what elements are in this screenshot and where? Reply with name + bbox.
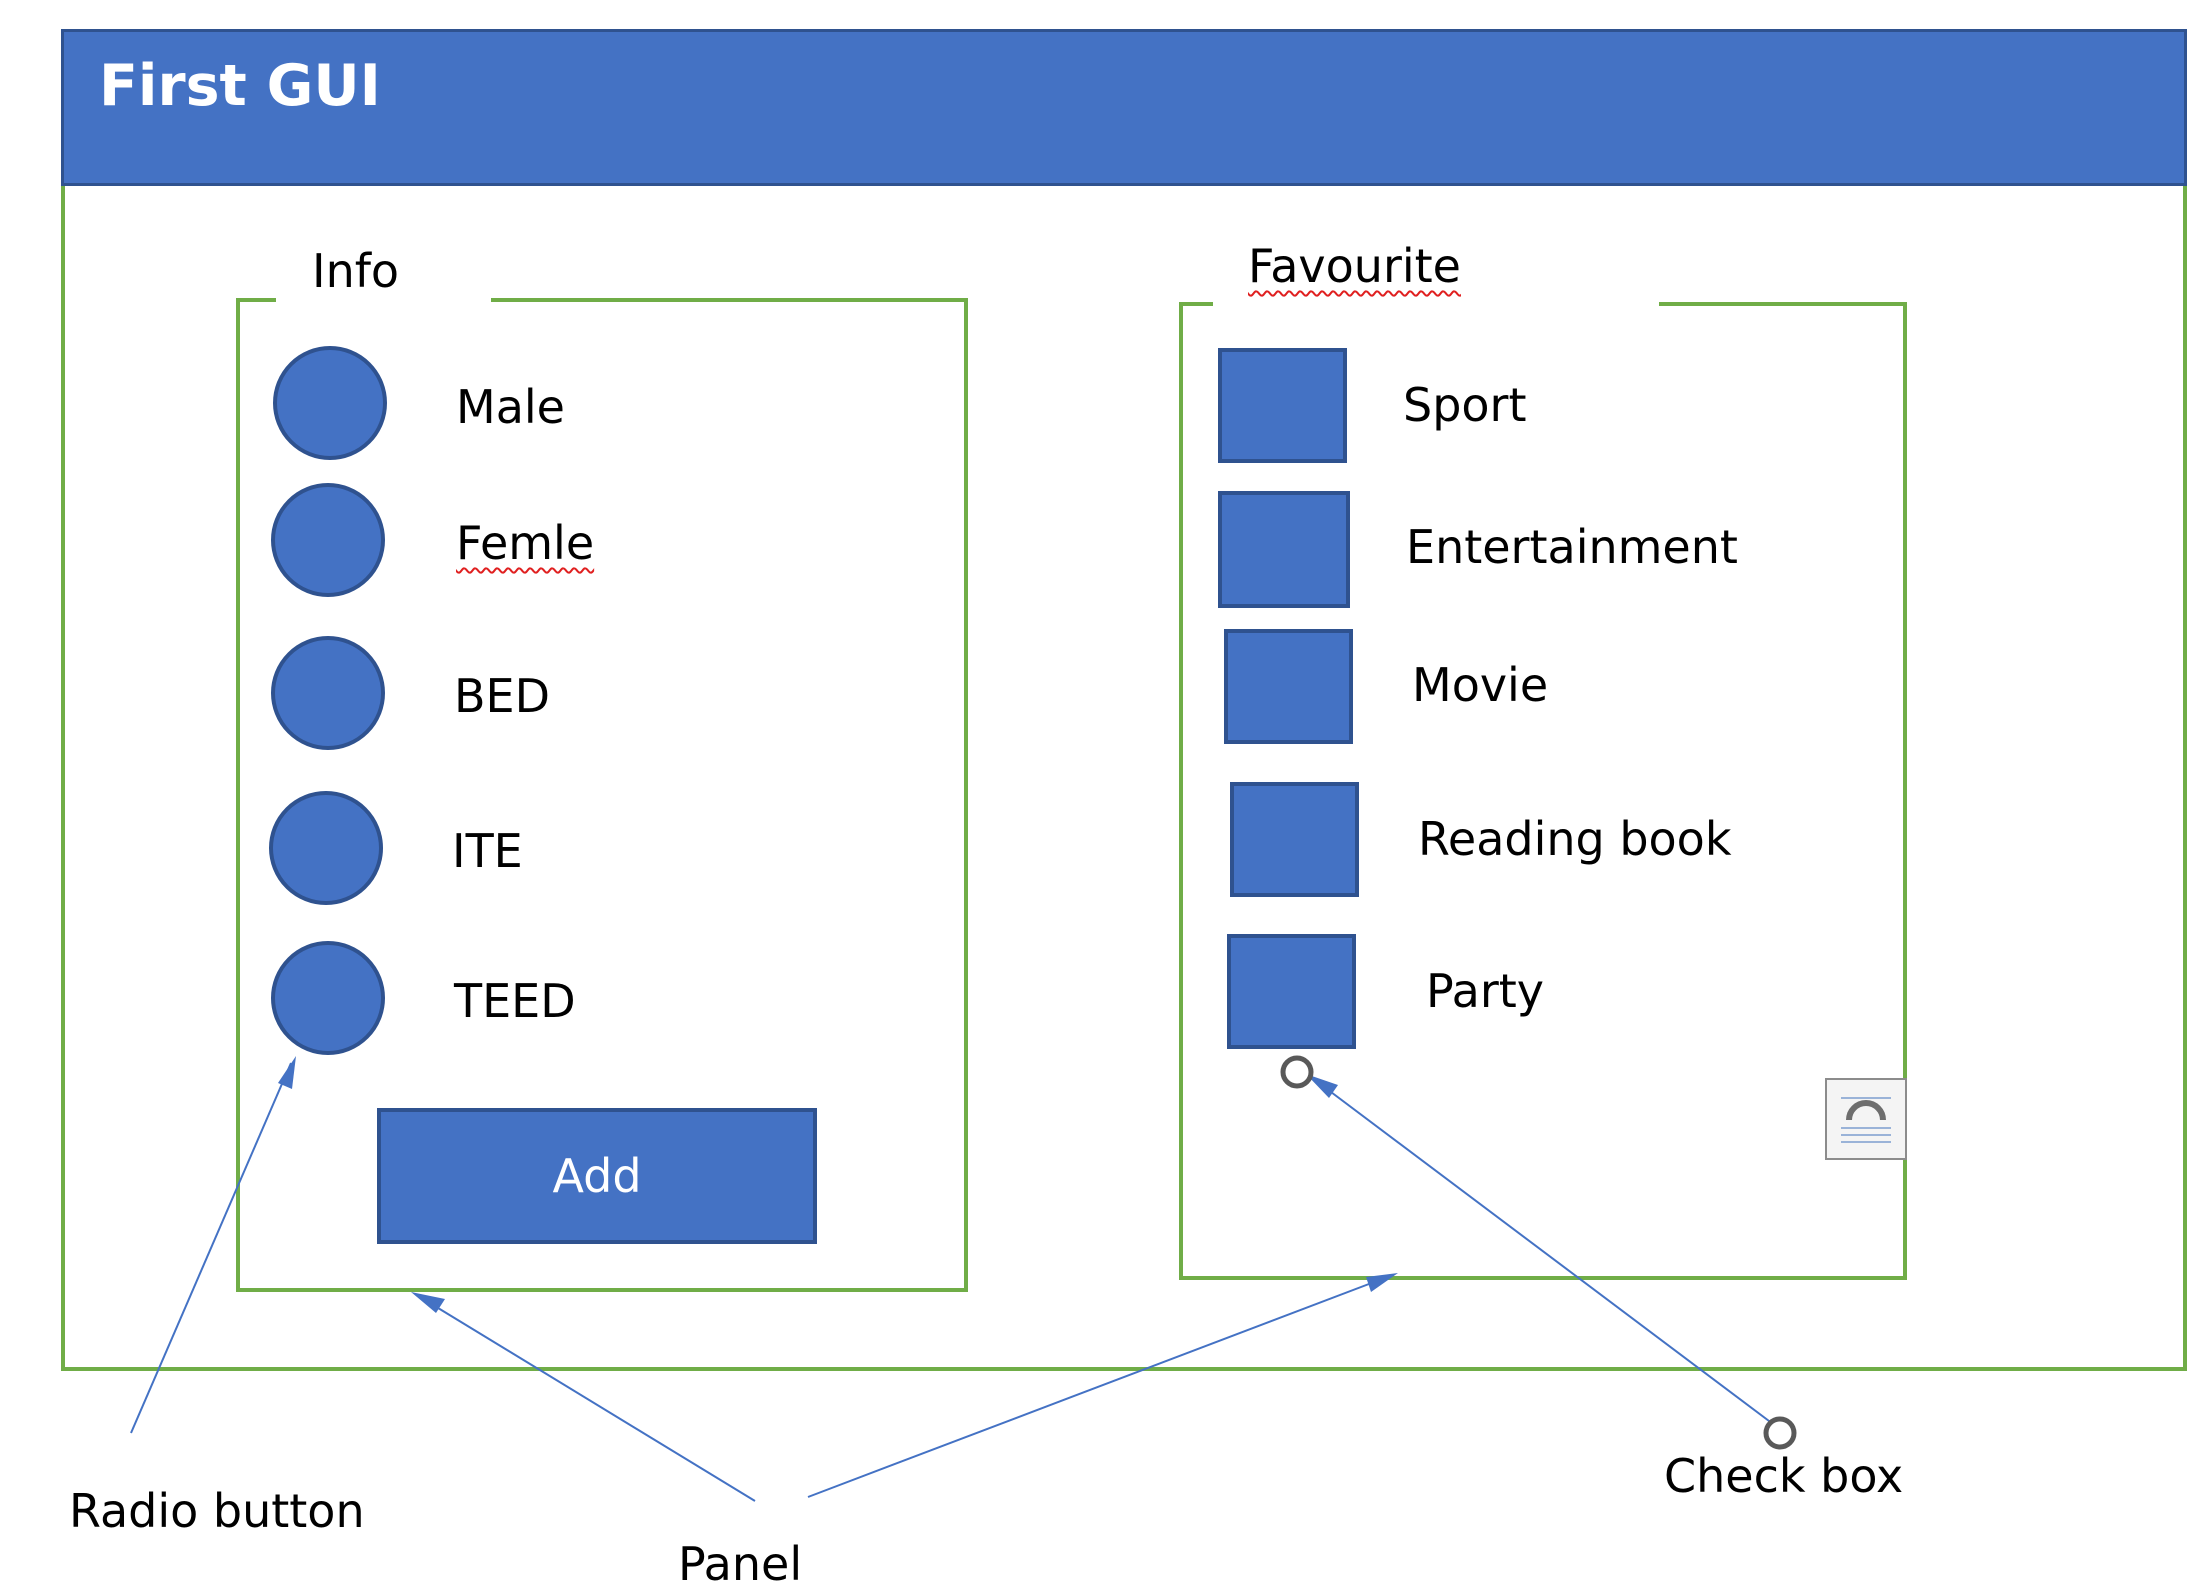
- check-box-annotation: Check box: [1664, 1449, 1904, 1503]
- add-button[interactable]: Add: [377, 1108, 817, 1244]
- checkbox-entertainment[interactable]: [1218, 491, 1350, 608]
- checkbox-sport[interactable]: [1218, 348, 1347, 463]
- checkbox-label-entertainment: Entertainment: [1406, 520, 1738, 574]
- radio-button-bed[interactable]: [271, 636, 385, 750]
- radio-label-male: Male: [456, 380, 565, 434]
- checkbox-party[interactable]: [1227, 934, 1356, 1049]
- radio-label-ite: ITE: [452, 824, 523, 878]
- checkbox-label-party: Party: [1426, 964, 1545, 1018]
- info-panel: [236, 298, 968, 1292]
- radio-button-teed[interactable]: [271, 941, 385, 1055]
- checkbox-movie[interactable]: [1224, 629, 1353, 744]
- check-box-arrow-start-handle: [1763, 1416, 1797, 1450]
- checkbox-label-reading-book: Reading book: [1418, 812, 1732, 866]
- checkbox-label-movie: Movie: [1412, 658, 1549, 712]
- title-bar: [61, 29, 2187, 186]
- radio-button-femle[interactable]: [271, 483, 385, 597]
- radio-label-femle: Femle: [456, 516, 595, 570]
- radio-label-bed: BED: [454, 669, 551, 723]
- document-icon: [1825, 1078, 1907, 1160]
- radio-button-ite[interactable]: [269, 791, 383, 905]
- info-panel-title-gap: [276, 294, 491, 304]
- radio-button-male[interactable]: [273, 346, 387, 460]
- checkbox-label-sport: Sport: [1403, 378, 1527, 432]
- window-title: First GUI: [99, 53, 381, 119]
- checkbox-reading-book[interactable]: [1230, 782, 1359, 897]
- panel-annotation: Panel: [678, 1537, 803, 1591]
- favourite-panel-title-gap: [1213, 298, 1659, 308]
- radio-button-annotation: Radio button: [69, 1484, 365, 1538]
- radio-label-teed: TEED: [454, 974, 576, 1028]
- favourite-panel-title: Favourite: [1248, 239, 1461, 293]
- info-panel-title: Info: [312, 244, 400, 298]
